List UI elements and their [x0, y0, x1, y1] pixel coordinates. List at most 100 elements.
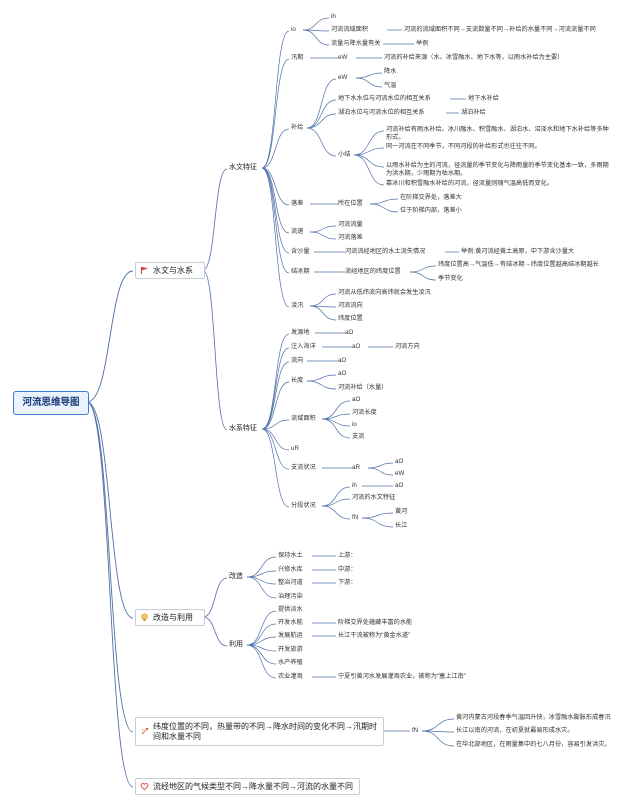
node-drop[interactable]: 落差	[291, 200, 304, 207]
node-transform-3[interactable]: 治理污染	[278, 593, 303, 600]
node-area[interactable]: 流域面积	[291, 415, 316, 422]
node-s1[interactable]: 河流补给有雨水补给、冰川融水、积雪融水、湖泊水、沼泽水和地下水补给等多种形式。	[386, 126, 609, 141]
node-source-v[interactable]: aO	[345, 329, 354, 336]
node-ice-a[interactable]: 流经地区的纬度位置	[345, 268, 401, 275]
node-flood2-a[interactable]: 河流从低纬流向高纬就会发生凌汛	[338, 289, 431, 296]
node-cause[interactable]: 纬度位置的不同，热量带的不同→降水时间的变化不同→汛期时间和水量不同	[135, 717, 384, 746]
node-rain[interactable]: 降水	[384, 68, 397, 75]
node-speed-a[interactable]: 河流流量	[338, 221, 363, 228]
node-lake-rel[interactable]: 湖泊水位与河流水位的相互关系	[338, 109, 425, 116]
node-source[interactable]: 发源地	[291, 329, 310, 336]
node-speed[interactable]: 流速	[291, 228, 304, 235]
node-transform-note-0[interactable]: 上游：	[338, 552, 357, 559]
node-tribs-a[interactable]: aO	[395, 458, 404, 465]
node-area-a[interactable]: aO	[352, 396, 361, 403]
node-utilize-3[interactable]: 开发旅游	[278, 646, 303, 653]
flag-icon	[140, 266, 149, 275]
node-drop-pos[interactable]: 所在位置	[338, 200, 363, 207]
node-sea[interactable]: 注入海洋	[291, 343, 316, 350]
node-hydrology[interactable]: 水文与水系	[135, 262, 205, 279]
node-transform-note-1[interactable]: 中游：	[338, 566, 357, 573]
node-area-c[interactable]: io	[352, 421, 357, 428]
node-utilize-2[interactable]: 发展航运	[278, 632, 303, 639]
node-s4[interactable]: 靠冰川和积雪融水补给的河流，径流量则随气温高低而变化。	[386, 180, 554, 187]
node-ground-sup[interactable]: 地下水补给	[468, 95, 499, 102]
node-io-c[interactable]: 流量与降水量有关	[331, 40, 381, 47]
node-transform-2[interactable]: 整治河道	[278, 579, 303, 586]
node-segs-c1[interactable]: 黄河	[395, 508, 408, 515]
node-tribs[interactable]: 支流状况	[291, 464, 316, 471]
node-ice-c[interactable]: 季节变化	[438, 275, 463, 282]
node-utilize-0[interactable]: 提供淡水	[278, 606, 303, 613]
node-ship-note[interactable]: 长江干流被称为“黄金水道”	[338, 632, 411, 639]
node-io[interactable]: io	[291, 26, 296, 33]
node-use[interactable]: 改造与利用	[135, 609, 205, 626]
node-segs[interactable]: 分段状况	[291, 502, 316, 509]
node-fn[interactable]: fN	[412, 727, 419, 734]
node-utilize[interactable]: 利用	[229, 641, 243, 648]
node-drop-b[interactable]: 位于阶梯内部，落差小	[400, 207, 462, 214]
node-d1[interactable]: 黄河内蒙古河段春季气温回升快，冰雪融水膨胀形成春汛	[456, 714, 611, 721]
node-s2[interactable]: 同一河流在不同季节，不同河段的补给形式也往往不同。	[386, 143, 541, 150]
node-utilize-4[interactable]: 水产养殖	[278, 659, 303, 666]
node-speed-b[interactable]: 河流落差	[338, 234, 363, 241]
node-transform-0[interactable]: 保持水土	[278, 552, 303, 559]
node-ur[interactable]: uR	[291, 445, 299, 452]
node-supply-ew[interactable]: eW	[338, 74, 348, 81]
node-flood[interactable]: 汛期	[291, 54, 304, 61]
node-ice-b[interactable]: 纬度位置高→气温低→有结冰期→纬度位置越高结冰期越长	[438, 261, 599, 268]
node-utilize-5[interactable]: 农业灌溉	[278, 673, 303, 680]
node-sand-a[interactable]: 河流流经地区的水土流失情况	[345, 248, 426, 255]
node-flood2[interactable]: 凌汛	[291, 302, 304, 309]
node-tribs-v[interactable]: aR	[352, 464, 360, 471]
node-segs-c[interactable]: fN	[352, 514, 359, 521]
node-summary[interactable]: 小结	[338, 151, 351, 158]
node-segs-a-v[interactable]: aO	[395, 482, 404, 489]
node-flood2-b[interactable]: 河流流向	[338, 302, 363, 309]
node-utilize-1[interactable]: 开发水能	[278, 619, 303, 626]
node-lake-sup[interactable]: 湖泊补给	[461, 109, 486, 116]
root-node[interactable]: 河流思维导图	[13, 391, 89, 415]
node-io-a[interactable]: ih	[331, 13, 336, 20]
link-48	[409, 271, 437, 281]
node-d2[interactable]: 长江以南的河流，在初夏就最易形成水灾。	[456, 727, 574, 734]
node-hydro-note[interactable]: 阶梯交界处蕴藏丰富的水能	[338, 619, 413, 626]
node-ground-rel[interactable]: 地下水水位与河流水位的相互关系	[338, 95, 431, 102]
node-io-b-desc[interactable]: 河流的流域面积不同→支流数量不同→补给的水量不同→河流流量不同	[404, 26, 596, 33]
node-flood2-c[interactable]: 纬度位置	[338, 315, 363, 322]
node-drop-a[interactable]: 在阶梯交界处，落差大	[400, 194, 462, 201]
node-sand-b[interactable]: 举例:黄河流经黄土高原，中下游含沙量大	[461, 248, 575, 255]
node-flow-v[interactable]: aO	[338, 357, 347, 364]
node-segs-b[interactable]: 河流的水文特征	[352, 494, 396, 501]
node-ice[interactable]: 结冰期	[291, 268, 310, 275]
node-segs-c2[interactable]: 长江	[395, 522, 408, 529]
heart-icon	[140, 783, 149, 791]
node-segs-a[interactable]: ih	[352, 482, 357, 489]
node-length-v[interactable]: aO	[338, 370, 347, 377]
node-sea-dir[interactable]: 河流方向	[395, 343, 420, 350]
node-area-d[interactable]: 支流	[352, 433, 365, 440]
node-transform-note-2[interactable]: 下游：	[338, 579, 357, 586]
node-flood-ew[interactable]: eW	[338, 54, 348, 61]
node-sea-v[interactable]: aO	[352, 343, 361, 350]
node-air[interactable]: 气温	[384, 82, 397, 89]
node-hydro-features[interactable]: 水文特征	[229, 164, 257, 171]
node-flow[interactable]: 流向	[291, 357, 304, 364]
node-transform-1[interactable]: 兴修水库	[278, 566, 303, 573]
node-transform[interactable]: 改造	[229, 573, 243, 580]
node-flood-desc[interactable]: 河流的补给来源（水、冰雪融水、地下水等，以雨水补给为主要）	[384, 54, 564, 61]
node-io-c-desc[interactable]: 举例	[416, 40, 429, 47]
node-sand[interactable]: 含沙量	[291, 248, 310, 255]
node-io-b[interactable]: 河流流域面积	[331, 26, 369, 33]
node-system-features[interactable]: 水系特征	[229, 425, 257, 432]
node-supply[interactable]: 补给	[291, 124, 304, 131]
node-s3[interactable]: 以雨水补给为主的河流，径流量的季节变化与降雨量的季节变化基本一致，多雨期为洪水期…	[386, 162, 609, 177]
node-length-sup[interactable]: 河流补给（水量）	[338, 384, 388, 391]
node-length[interactable]: 长度	[291, 377, 304, 384]
node-farm-note[interactable]: 宁夏引黄河水发展灌溉农业，被称为“塞上江南”	[338, 673, 466, 680]
link-51	[309, 305, 337, 321]
node-d3[interactable]: 在华北部地区，在雨量集中的七八月份，容易引发洪灾。	[456, 741, 611, 748]
node-climate[interactable]: 流经地区的气候类型不同→降水量不同→河流的水量不同	[135, 778, 360, 795]
node-tribs-b[interactable]: eW	[395, 470, 405, 477]
node-area-b[interactable]: 河流长度	[352, 409, 377, 416]
